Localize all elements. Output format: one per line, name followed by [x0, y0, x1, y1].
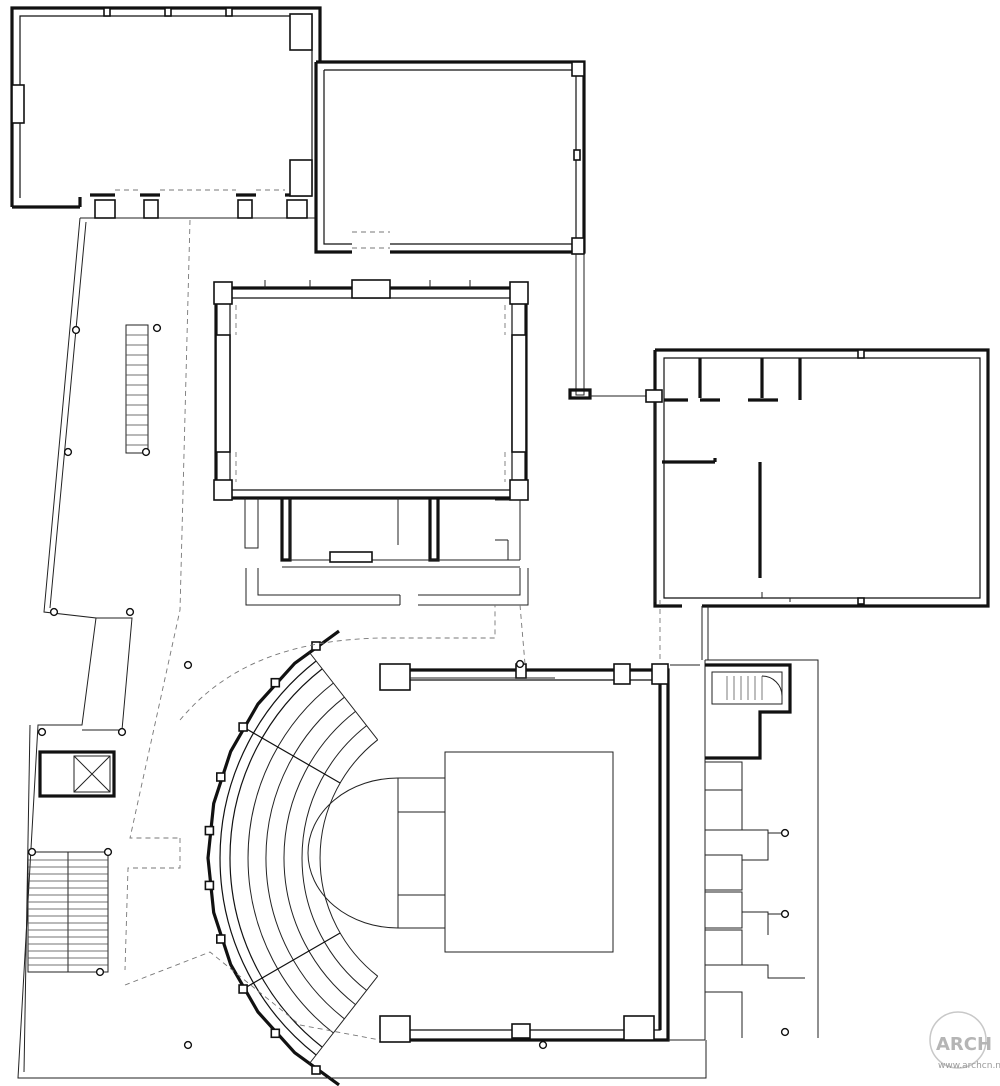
column-marker — [103, 847, 113, 857]
column-marker — [63, 447, 73, 457]
column-marker — [117, 727, 127, 737]
seating-rows — [206, 629, 379, 1086]
seating-pier — [270, 677, 281, 688]
seating-pier — [311, 641, 321, 651]
seating-pier — [238, 984, 248, 994]
column-marker — [780, 828, 790, 838]
column-marker — [780, 1027, 790, 1037]
building-top-center — [314, 60, 655, 400]
column-marker — [183, 660, 193, 670]
aisle-line — [242, 932, 341, 990]
seating-pier — [216, 772, 226, 782]
aisle-line — [242, 726, 341, 784]
left-circulation — [17, 217, 707, 1079]
service-strip-right — [659, 600, 819, 1041]
theater — [204, 629, 670, 1086]
seating-pier — [311, 1065, 321, 1075]
column-marker — [27, 847, 37, 857]
column-marker — [538, 1040, 548, 1050]
seating-end-line — [308, 651, 379, 741]
seating-pier — [216, 934, 226, 944]
seating-row — [247, 682, 334, 1034]
column-marker — [780, 909, 790, 919]
watermark-site-text: www.archcn.net — [938, 1061, 1000, 1071]
column-marker — [515, 659, 525, 669]
building-top-left — [10, 6, 322, 219]
column-marker — [37, 727, 47, 737]
seating-outer-wall — [206, 629, 340, 1086]
building-center — [213, 279, 529, 606]
seating-row — [229, 668, 323, 1048]
column-marker — [125, 607, 135, 617]
column-marker — [49, 607, 59, 617]
seating-pier — [204, 880, 215, 891]
circulation-paths — [124, 219, 526, 1041]
seating-piers — [204, 641, 321, 1075]
seating-pier — [238, 722, 248, 732]
seating-pier — [204, 825, 215, 836]
seating-row — [301, 725, 367, 991]
column-marker — [183, 1040, 193, 1050]
seating-end-line — [308, 975, 379, 1065]
seating-row — [319, 739, 379, 977]
building-right — [645, 348, 990, 608]
column-marker — [95, 967, 105, 977]
column-marker — [71, 325, 81, 335]
structural-columns — [27, 323, 790, 1050]
seating-row — [219, 660, 317, 1056]
main-stair — [28, 859, 108, 966]
seating-row — [283, 711, 356, 1005]
watermark: ARCH www.archcn.net — [929, 1011, 1000, 1071]
watermark-logo-text: ARCH — [936, 1034, 992, 1055]
seating-pier — [270, 1028, 281, 1039]
seating-row — [265, 696, 345, 1020]
column-marker — [152, 323, 162, 333]
column-marker — [141, 447, 151, 457]
